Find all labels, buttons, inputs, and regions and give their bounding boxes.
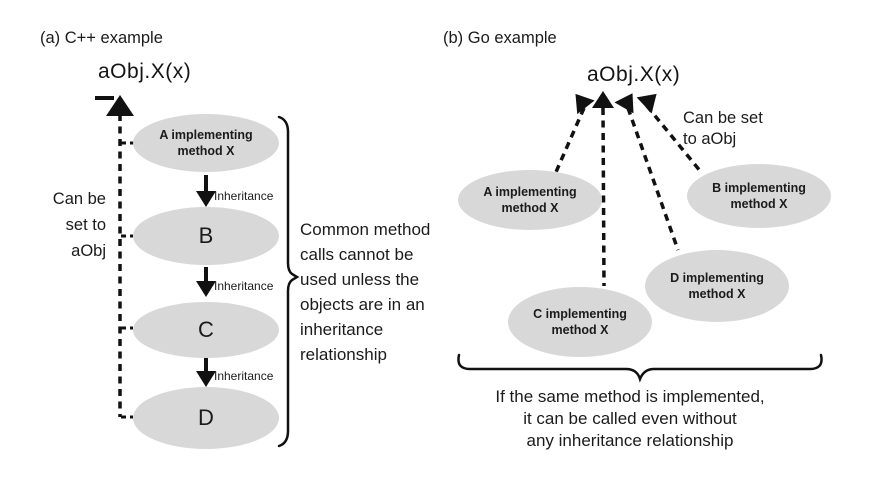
panel-a-side-note-line3: aObj xyxy=(71,242,106,260)
dashed-line-b-node-a xyxy=(554,107,586,173)
bottom-note-line2: it can be called even without xyxy=(523,409,737,428)
panel-b-title: (b) Go example xyxy=(443,29,557,47)
brace-note-line6: relationship xyxy=(300,345,387,364)
class-node-b: B xyxy=(133,207,279,265)
object-node-b: B implementing method X xyxy=(687,164,831,228)
object-node-d-label-line2: method X xyxy=(688,287,746,301)
inheritance-arrowhead-ab xyxy=(196,191,216,207)
inheritance-label-bc: Inheritance xyxy=(214,279,274,293)
class-node-a: A implementing method X xyxy=(133,114,279,172)
panel-a-call-expression: aObj.X(x) xyxy=(98,60,192,83)
panel-a-side-note-line1: Can be xyxy=(52,190,106,208)
call-arrowhead-b2 xyxy=(592,91,614,108)
class-node-d-label: D xyxy=(198,405,214,430)
class-node-c-label: C xyxy=(198,317,214,342)
panel-a-brace-note: Common method calls cannot be used unles… xyxy=(300,217,430,367)
panel-a-side-note: Can be set to aObj xyxy=(30,186,106,264)
object-node-c-label-line2: method X xyxy=(551,323,609,337)
brace-note-line4: objects are in an xyxy=(300,295,425,314)
panel-b-bottom-note: If the same method is implemented, it ca… xyxy=(430,386,830,452)
group-brace-b xyxy=(457,353,823,383)
bottom-note-line3: any inheritance relationship xyxy=(526,431,734,450)
dashed-line-b-node-c xyxy=(601,107,606,287)
inheritance-arrowhead-bc xyxy=(196,281,216,297)
class-node-d: D xyxy=(133,387,279,449)
panel-b-side-note: Can be set to aObj xyxy=(683,108,763,150)
inheritance-label-ab: Inheritance xyxy=(214,189,274,203)
object-node-c: C implementing method X xyxy=(508,287,652,357)
call-arrowhead-a xyxy=(106,95,134,116)
call-arrowhead-b4 xyxy=(636,93,657,114)
brace-note-line5: inheritance xyxy=(300,320,384,339)
call-arrowhead-b3 xyxy=(614,93,634,114)
group-brace-a xyxy=(277,115,300,448)
inheritance-arrowhead-cd xyxy=(196,371,216,387)
object-node-a-label-line1: A implementing xyxy=(483,185,577,199)
panel-b-call-expression: aObj.X(x) xyxy=(587,63,681,86)
panel-a-title: (a) C++ example xyxy=(40,29,163,47)
object-node-d-label-line1: D implementing xyxy=(670,271,764,285)
class-node-c: C xyxy=(133,302,279,358)
object-node-d: D implementing method X xyxy=(645,250,789,322)
brace-note-line3: used unless the xyxy=(300,270,420,289)
object-node-a-label-line2: method X xyxy=(501,201,559,215)
brace-note-line2: calls cannot be xyxy=(300,245,414,264)
object-node-a: A implementing method X xyxy=(458,170,602,230)
class-node-b-label: B xyxy=(198,223,214,248)
object-node-b-label-line1: B implementing xyxy=(712,181,806,195)
class-node-a-label-line2: method X xyxy=(177,144,235,158)
panel-b-side-note-line1: Can be set xyxy=(683,109,763,127)
inheritance-label-cd: Inheritance xyxy=(214,369,274,383)
object-node-c-label-line1: C implementing xyxy=(533,307,627,321)
panel-b-side-note-line2: to aObj xyxy=(683,130,737,148)
call-arrowhead-b1 xyxy=(575,93,595,115)
object-node-b-label-line2: method X xyxy=(730,197,788,211)
bottom-note-line1: If the same method is implemented, xyxy=(495,387,765,406)
panel-a-side-note-line2: set to xyxy=(65,216,106,234)
brace-note-line1: Common method xyxy=(300,220,431,239)
dashed-line-b-node-d xyxy=(626,107,680,251)
aobj-underline-dash xyxy=(95,96,114,100)
class-node-a-label-line1: A implementing xyxy=(159,128,253,142)
